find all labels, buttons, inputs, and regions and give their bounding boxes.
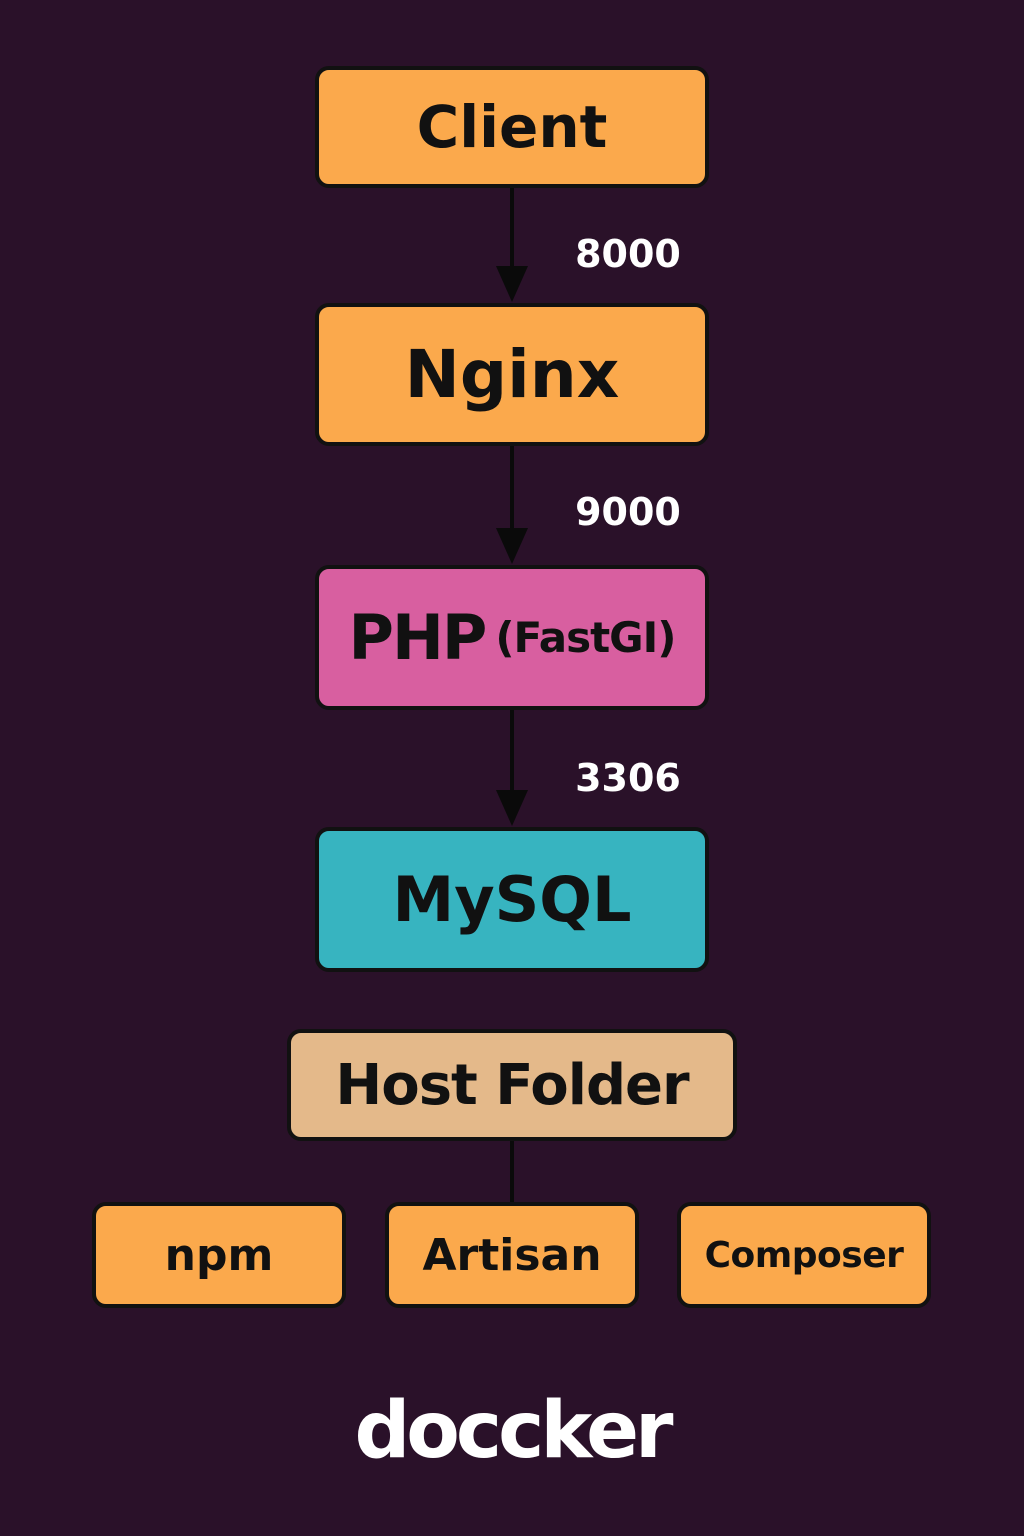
host-folder-node: Host Folder [287,1029,737,1141]
port-label-9000: 9000 [575,490,681,534]
tool-node-artisan: Artisan [385,1202,639,1308]
nginx-node: Nginx [315,303,709,446]
port-label-8000: 8000 [575,232,681,276]
client-label: Client [416,93,608,161]
docker-logo: doccker [354,1386,673,1476]
mysql-label: MySQL [392,863,632,936]
php-fastcgi-node: PHP (FastGI) [315,565,709,710]
edge-client-nginx [510,188,514,268]
tool-label-composer: Composer [704,1234,904,1276]
tool-label-artisan: Artisan [422,1229,602,1281]
tool-node-composer: Composer [677,1202,931,1308]
php-label: PHP [348,601,488,674]
arrowhead-nginx-php [496,528,528,564]
tool-label-npm: npm [164,1229,274,1281]
mysql-node: MySQL [315,827,709,972]
port-label-3306: 3306 [575,756,681,800]
host-folder-label: Host Folder [335,1052,689,1118]
edge-nginx-php [510,446,514,530]
php-sub-label: (FastGI) [495,613,676,662]
arrowhead-client-nginx [496,266,528,302]
edge-host-tools [510,1141,514,1202]
tool-node-npm: npm [92,1202,346,1308]
edge-php-mysql [510,710,514,792]
client-node: Client [315,66,709,188]
arrowhead-php-mysql [496,790,528,826]
nginx-label: Nginx [404,336,620,413]
